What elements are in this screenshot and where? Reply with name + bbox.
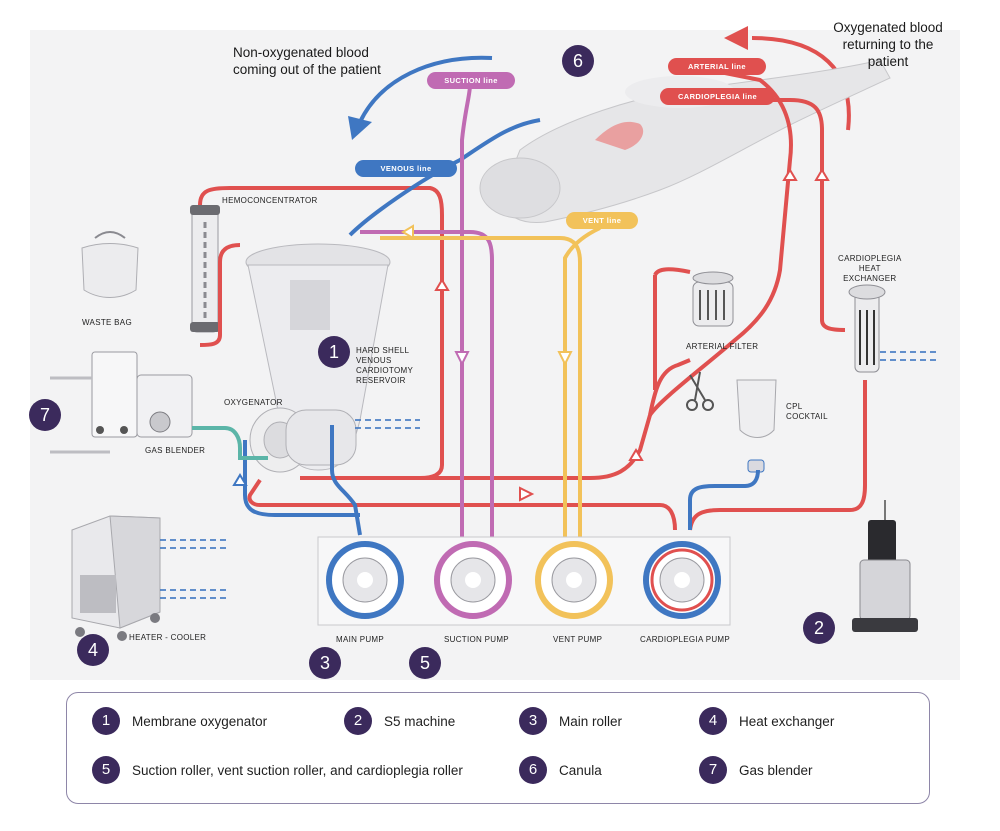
legend-item: 1 Membrane oxygenator xyxy=(92,706,267,736)
badge-gas-blender: 7 xyxy=(29,399,61,431)
legend-item: 5 Suction roller, vent suction roller, a… xyxy=(92,755,463,785)
legend-text: Suction roller, vent suction roller, and… xyxy=(132,762,463,778)
scissors-icon xyxy=(686,371,714,411)
hemoconcentrator-label: HEMOCONCENTRATOR xyxy=(222,196,318,205)
arterial-line-label: ARTERIAL line xyxy=(668,58,766,75)
legend-number: 6 xyxy=(519,756,547,784)
gas-blender-label: GAS BLENDER xyxy=(145,446,206,455)
legend-number: 3 xyxy=(519,707,547,735)
legend-text: Gas blender xyxy=(739,762,813,778)
badge-heater: 4 xyxy=(77,634,109,666)
legend-number: 2 xyxy=(344,707,372,735)
legend-text: Main roller xyxy=(559,713,623,729)
legend-text: S5 machine xyxy=(384,713,456,729)
badge-canula: 6 xyxy=(562,45,594,77)
suction-pump-label: SUCTION PUMP xyxy=(444,635,509,644)
legend-number: 7 xyxy=(699,756,727,784)
waste-bag-drawing xyxy=(81,231,139,298)
water-lines xyxy=(160,351,940,599)
legend-box: 1 Membrane oxygenator 2 S5 machine 3 Mai… xyxy=(66,692,930,804)
venous-tubing xyxy=(243,118,760,536)
non-oxygenated-flow-arrow xyxy=(358,55,493,123)
legend-item: 2 S5 machine xyxy=(344,706,455,736)
vent-pump-label: VENT PUMP xyxy=(553,635,603,644)
cardioplegia-line-label: CARDIOPLEGIA line xyxy=(660,88,775,105)
legend-text: Heat exchanger xyxy=(739,713,835,729)
oxygenated-arrowhead xyxy=(724,26,748,50)
oxygenated-flow-arrow xyxy=(751,36,851,131)
legend-item: 7 Gas blender xyxy=(699,755,813,785)
legend-number: 4 xyxy=(699,707,727,735)
reservoir-label: HARD SHELL VENOUS CARDIOTOMY RESERVOIR xyxy=(356,346,414,385)
vent-line-label: VENT line xyxy=(566,212,638,229)
legend-number: 1 xyxy=(92,707,120,735)
legend-text: Membrane oxygenator xyxy=(132,713,268,729)
vent-pump-head xyxy=(535,541,613,619)
vent-tubing xyxy=(380,226,601,545)
cpl-cocktail-drawing xyxy=(736,379,777,473)
flow-arrows xyxy=(232,168,830,502)
arterial-filter-label: ARTERIAL FILTER xyxy=(686,342,759,351)
venous-line-label: VENOUS line xyxy=(355,160,457,177)
cpl-cocktail-label: CPL COCKTAIL xyxy=(786,402,828,421)
gas-line-tubing xyxy=(192,426,268,460)
badge-reservoir: 1 xyxy=(318,336,350,368)
heater-cooler-drawing xyxy=(71,515,161,641)
non-oxygenated-arrowhead xyxy=(348,116,372,140)
oxygenator-label: OXYGENATOR xyxy=(224,398,283,407)
suction-pump-head xyxy=(434,541,512,619)
main-pump-label: MAIN PUMP xyxy=(336,635,385,644)
arterial-filter-drawing xyxy=(692,271,734,327)
cardioplegia-pump-head xyxy=(643,541,721,619)
pump-console xyxy=(317,536,731,626)
badge-s5-machine: 2 xyxy=(803,612,835,644)
non-oxygenated-annotation: Non-oxygenated blood coming out of the p… xyxy=(233,45,381,77)
main-pump-head xyxy=(326,541,404,619)
badge-main-roller: 3 xyxy=(309,647,341,679)
legend-item: 3 Main roller xyxy=(519,706,622,736)
hemoconcentrator-drawing xyxy=(190,205,220,333)
s5-machine-drawing xyxy=(852,500,918,632)
legend-number: 5 xyxy=(92,756,120,784)
arterial-tubing xyxy=(198,66,867,531)
waste-bag-label: WASTE BAG xyxy=(82,318,132,327)
cpl-heat-exchanger-drawing xyxy=(848,284,886,373)
suction-line-label: SUCTION line xyxy=(427,72,515,89)
legend-item: 4 Heat exchanger xyxy=(699,706,834,736)
badge-suction-roller: 5 xyxy=(409,647,441,679)
cardioplegia-pump-label: CARDIOPLEGIA PUMP xyxy=(640,635,731,644)
legend-text: Canula xyxy=(559,762,602,778)
gas-blender-drawing xyxy=(50,351,193,454)
oxygenator-drawing xyxy=(249,407,357,473)
oxygenated-annotation: Oxygenated blood returning to the patien… xyxy=(833,20,943,69)
cpl-heat-exchanger-label: CARDIOPLEGIA HEAT EXCHANGER xyxy=(838,254,902,283)
heater-cooler-label: HEATER - COOLER xyxy=(129,633,207,642)
legend-item: 6 Canula xyxy=(519,755,602,785)
patient-figure xyxy=(479,59,891,224)
